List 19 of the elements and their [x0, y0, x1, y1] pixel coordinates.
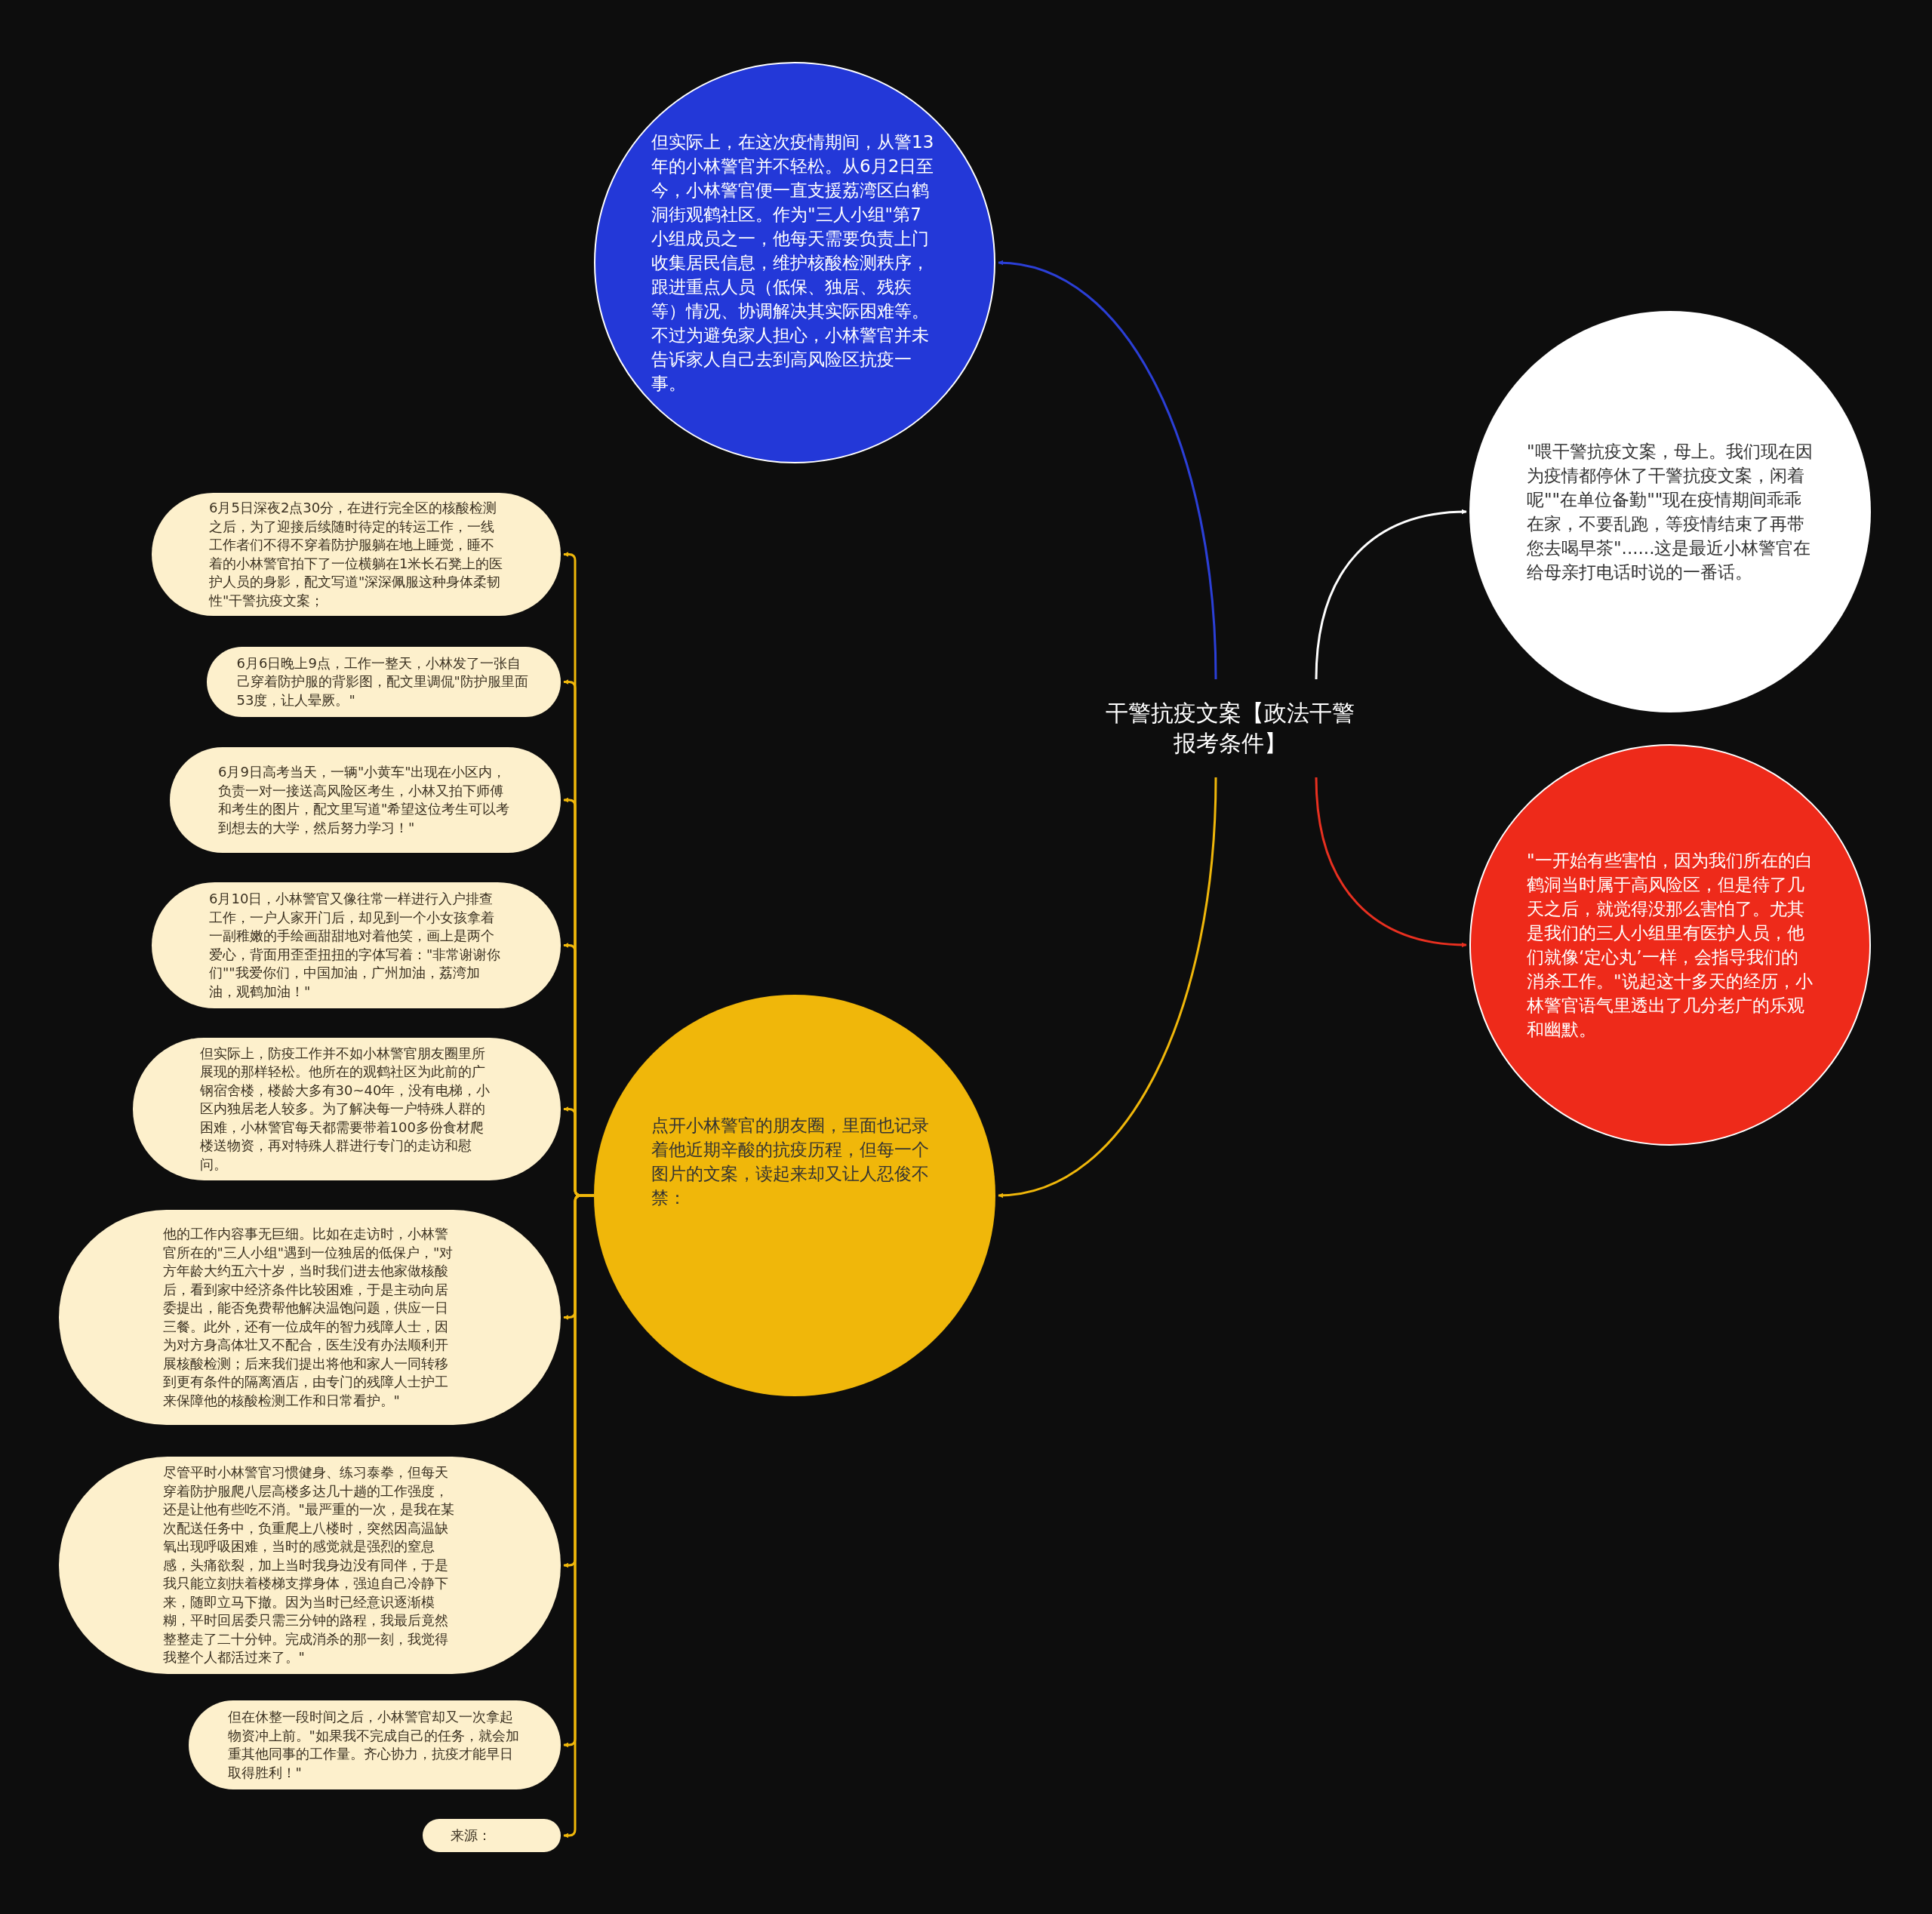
node-text: 6月10日，小林警官又像往常一样进行入户排查工作，一户人家开门后，却见到一个小女孩拿着一副稚嫩的手绘画甜甜地对着他笑，画上是两个爱心，背面用歪歪扭扭的字体写着："非常谢谢你们""我爱你们，中国加油，广州加油，荔湾加油，观鹤加油！": [209, 890, 502, 1001]
node-text: "喂干警抗疫文案，母上。我们现在因为疫情都停休了干警抗疫文案，闲着呢""在单位备勤""现在疫情期间乖乖在家，不要乱跑，等疫情结束了再带您去喝早茶"......这是最近小林警官在给母亲打电话时说的一番话。: [1527, 441, 1814, 583]
node-text: 他的工作内容事无巨细。比如在走访时，小林警官所在的"三人小组"遇到一位独居的低保户，"对方年龄大约五六十岁，当时我们进去他家做核酸后，看到家中经济条件比较困难，于是主动向居委提出，能否免费帮他解决温饱问题，供应一日三餐。此外，还有一位成年的智力残障人士，因为对方身高体壮又不配合，医生没有办法顺利开展核酸检测；后来我们提出将他和家人一同转移到更有条件的隔离酒店，由专门的残障人士护工来保障他的核酸检测工作和日常看护。": [162, 1225, 454, 1410]
node-text: 6月9日高考当天，一辆"小黄车"出现在小区内，负责一对一接送高风险区考生，小林又拍下师傅和考生的图片，配文里写道"希望这位考生可以考到想去的大学，然后努力学习！": [218, 763, 511, 837]
node-text: 来源：: [450, 1826, 492, 1845]
connector-arrow: [998, 777, 1217, 1198]
pill-node: [423, 1819, 561, 1852]
node-text: 尽管平时小林警官习惯健身、练习泰拳，但每天穿着防护服爬八层高楼多达几十趟的工作强度，还是让他有些吃不消。"最严重的一次，是我在某次配送任务中，负重爬上八楼时，突然因高温缺氧出现呼吸困难，当时的感觉就是强烈的窒息感，头痛欲裂，加上当时我身边没有同伴，于是我只能立刻扶着楼梯支撑身体，强迫自己冷静下来，随即立马下撤。因为当时已经意识逐渐模糊，平时回居委只需三分钟的路程，我最后竟然整整走了二十分钟。完成消杀的那一刻，我觉得我整个人都活过来了。": [162, 1463, 455, 1667]
central-topic: 干警抗疫文案【政法干警报考条件】: [1105, 699, 1355, 758]
node-text: 6月5日深夜2点30分，在进行完全区的核酸检测之后，为了迎接后续随时待定的转运工作，一线工作者们不得不穿着防护服躺在地上睡觉，睡不着的小林警官拍下了一位横躺在1米长石凳上的医护人员的身影，配文写道"深深佩服这种身体柔韧性"干警抗疫文案；: [209, 499, 503, 610]
connector-arrow: [1315, 777, 1467, 948]
node-text: 但在休整一段时间之后，小林警官却又一次拿起物资冲上前。"如果我不完成自己的任务，就会加重其他同事的工作量。齐心协力，抗疫才能早日取得胜利！": [227, 1708, 520, 1782]
node-text: 但实际上，防疫工作并不如小林警官朋友圈里所展现的那样轻松。他所在的观鹤社区为此前的广钢宿舍楼，楼龄大多有30~40年，没有电梯，小区内独居老人较多。为了解决每一户特殊人群的困难，小林警官每天都需要带着100多份食材爬楼送物资，再对特殊人群进行专门的走访和慰问。: [199, 1044, 491, 1174]
node-text: 但实际上，在这次疫情期间，从警13年的小林警官并不轻松。从6月2日至今，小林警官便一直支援荔湾区白鹤洞街观鹤社区。作为"三人小组"第7小组成员之一，他每天需要负责上门收集居民信息，维护核酸检测秩序，跟进重点人员（低保、独居、残疾等）情况、协调解决其实际困难等。不过为避免家人担心，小林警官并未告诉家人自己去到高风险区抗疫一事。: [651, 131, 935, 395]
connector-arrow: [1315, 509, 1467, 680]
connector-arrow: [998, 260, 1217, 680]
node-text: "一开始有些害怕，因为我们所在的白鹤洞当时属于高风险区，但是待了几天之后，就觉得没那么害怕了。尤其是我们的三人小组里有医护人员，他们就像‘定心丸’一样，会指导我们的消杀工作。"说起这十多天的经历，小林警官语气里透出了几分老广的乐观和幽默。: [1527, 850, 1814, 1041]
node-text: 6月6日晚上9点，工作一整天，小林发了一张自己穿着防护服的背影图，配文里调侃"防护服里面53度，让人晕厥。": [236, 654, 529, 709]
node-text: 点开小林警官的朋友圈，里面也记录着他近期辛酸的抗疫历程，但每一个图片的文案，读起来却又让人忍俊不禁：: [651, 1115, 930, 1209]
